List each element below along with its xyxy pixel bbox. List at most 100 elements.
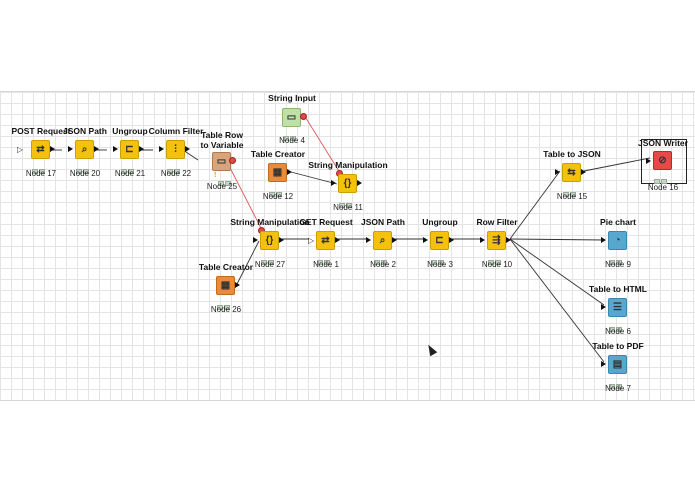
node-title: JSON Path bbox=[361, 217, 405, 227]
status-lights bbox=[269, 184, 285, 197]
node-icon: ⇆ bbox=[562, 163, 581, 182]
input-port[interactable] bbox=[253, 237, 258, 243]
node-title: JSON Path bbox=[63, 126, 107, 136]
node-string-input[interactable]: String Input ▭ Node 4 bbox=[262, 93, 322, 157]
input-port[interactable] bbox=[366, 237, 371, 243]
status-lights bbox=[339, 195, 355, 208]
node-icon: ⊏ bbox=[120, 140, 139, 159]
node-table-creator-12[interactable]: Table Creator ▦ Node 12 bbox=[248, 149, 308, 213]
input-port[interactable] bbox=[601, 237, 606, 243]
node-post-request[interactable]: POST Request ▷ ⇄ Node 17 bbox=[11, 126, 71, 190]
output-port[interactable] bbox=[94, 146, 99, 152]
node-ungroup-21[interactable]: Ungroup ⊏ Node 21 bbox=[100, 126, 160, 190]
output-port[interactable] bbox=[139, 146, 144, 152]
node-label: Node 22 bbox=[160, 169, 192, 178]
node-icon: ⇄ bbox=[31, 140, 50, 159]
node-label: Node 7 bbox=[605, 384, 631, 393]
warning-icon: ! bbox=[214, 172, 217, 179]
node-label: Node 10 bbox=[481, 260, 513, 269]
node-title: Table Creator bbox=[250, 149, 306, 159]
input-port[interactable] bbox=[646, 158, 651, 164]
node-title: String Input bbox=[268, 93, 316, 103]
node-title: Table to HTML bbox=[589, 284, 647, 294]
status-lights bbox=[563, 184, 579, 197]
output-port[interactable] bbox=[581, 169, 586, 175]
node-json-writer[interactable]: JSON Writer ⊘ Node 16 bbox=[633, 138, 693, 202]
status-lights bbox=[609, 319, 625, 332]
node-label: Node 17 bbox=[25, 169, 57, 178]
status-lights bbox=[76, 161, 92, 174]
node-icon: ▦ bbox=[216, 276, 235, 295]
input-port[interactable] bbox=[601, 361, 606, 367]
variable-port[interactable] bbox=[229, 157, 236, 164]
node-title: Ungroup bbox=[112, 126, 148, 136]
node-icon: ⊘ bbox=[653, 151, 672, 170]
node-title: Column Filter bbox=[148, 126, 204, 136]
node-title: Row Filter bbox=[476, 217, 518, 227]
status-lights bbox=[317, 252, 333, 265]
output-port[interactable] bbox=[506, 237, 511, 243]
node-row-filter[interactable]: Row Filter ⇶ Node 10 bbox=[467, 217, 527, 281]
node-string-manipulation-11[interactable]: String Manipulation {} Node 11 bbox=[308, 160, 387, 224]
node-column-filter[interactable]: Column Filter ⫶ Node 22 bbox=[146, 126, 206, 190]
node-table-to-pdf[interactable]: Table to PDF ▤ Node 7 bbox=[588, 341, 648, 405]
node-label: Node 1 bbox=[313, 260, 339, 269]
node-get-request[interactable]: GET Request ▷ ⇄ Node 1 bbox=[296, 217, 356, 281]
node-ungroup-3[interactable]: Ungroup ⊏ Node 3 bbox=[410, 217, 470, 281]
status-lights bbox=[167, 161, 183, 174]
node-label: Node 21 bbox=[114, 169, 146, 178]
output-port[interactable] bbox=[357, 180, 362, 186]
node-table-creator-26[interactable]: Table Creator ▦ Node 26 bbox=[196, 262, 256, 326]
output-port[interactable] bbox=[235, 282, 240, 288]
output-port[interactable] bbox=[335, 237, 340, 243]
variable-port[interactable] bbox=[300, 113, 307, 120]
node-table-to-json[interactable]: Table to JSON ⇆ Node 15 bbox=[542, 149, 602, 213]
node-table-row-to-variable[interactable]: Table Row to Variable ▭ ! Node 25 bbox=[192, 130, 252, 194]
input-port[interactable] bbox=[68, 146, 73, 152]
node-title: Table to JSON bbox=[543, 149, 601, 159]
node-pie-chart[interactable]: Pie chart ◔ Node 9 bbox=[588, 217, 648, 281]
node-icon: ☰ bbox=[608, 298, 627, 317]
status-lights bbox=[654, 171, 670, 184]
node-icon: ▭ bbox=[282, 108, 301, 127]
output-port[interactable] bbox=[50, 146, 55, 152]
status-lights bbox=[283, 128, 299, 141]
output-port[interactable] bbox=[449, 237, 454, 243]
node-label: Node 16 bbox=[647, 183, 679, 192]
output-port[interactable] bbox=[287, 169, 292, 175]
input-port[interactable] bbox=[423, 237, 428, 243]
input-port[interactable] bbox=[601, 304, 606, 310]
node-title: JSON Writer bbox=[638, 138, 688, 148]
status-lights bbox=[32, 161, 48, 174]
status-lights bbox=[488, 252, 504, 265]
node-table-to-html[interactable]: Table to HTML ☰ Node 6 bbox=[588, 284, 648, 348]
input-port[interactable] bbox=[555, 169, 560, 175]
triangle-outline-icon: ▷ bbox=[17, 145, 24, 154]
status-lights bbox=[609, 252, 625, 265]
node-string-manipulation-27[interactable]: String Manipulation {} Node 27 bbox=[230, 217, 309, 281]
node-icon: ⌕ bbox=[75, 140, 94, 159]
node-title: POST Request bbox=[11, 126, 71, 136]
input-port[interactable] bbox=[480, 237, 485, 243]
node-icon: ⇄ bbox=[316, 231, 335, 250]
node-json-path-20[interactable]: JSON Path ⌕ Node 20 bbox=[55, 126, 115, 190]
input-port[interactable] bbox=[113, 146, 118, 152]
node-label: Node 25 bbox=[206, 182, 238, 191]
status-lights bbox=[431, 252, 447, 265]
node-icon: ⇶ bbox=[487, 231, 506, 250]
node-label: Node 6 bbox=[605, 327, 631, 336]
node-json-path-2[interactable]: JSON Path ⌕ Node 2 bbox=[353, 217, 413, 281]
node-icon: {} bbox=[260, 231, 279, 250]
input-port[interactable] bbox=[331, 180, 336, 186]
status-lights bbox=[609, 376, 625, 389]
input-port[interactable] bbox=[159, 146, 164, 152]
node-label: Node 12 bbox=[262, 192, 294, 201]
status-lights bbox=[217, 297, 233, 310]
output-port[interactable] bbox=[279, 237, 284, 243]
output-port[interactable] bbox=[392, 237, 397, 243]
node-title: Table to PDF bbox=[592, 341, 644, 351]
output-port[interactable] bbox=[185, 146, 190, 152]
node-label: Node 9 bbox=[605, 260, 631, 269]
node-icon: ◔ bbox=[608, 231, 627, 250]
status-lights bbox=[261, 252, 277, 265]
